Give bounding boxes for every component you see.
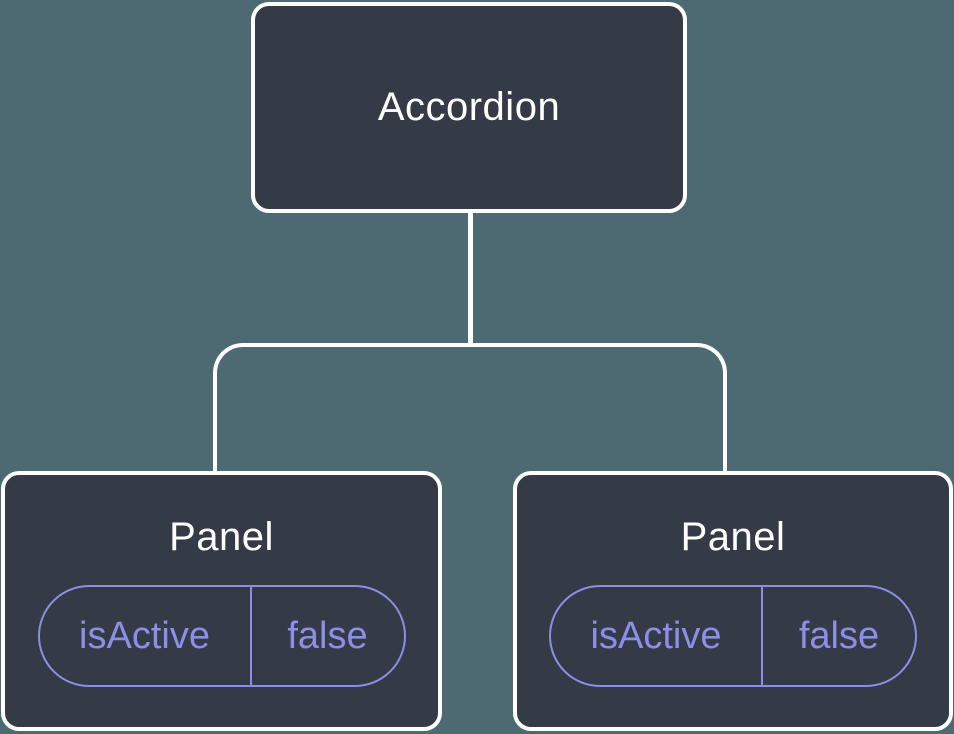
- connector-stem-line: [468, 211, 473, 345]
- panel-2-state-pill: isActive false: [549, 585, 917, 687]
- panel-1-state-value: false: [287, 614, 368, 657]
- panel-2-state-name: isActive: [551, 587, 763, 685]
- panel-1-state-pill: isActive false: [37, 585, 406, 687]
- panel-2-state-value: false: [798, 614, 880, 657]
- node-panel-2: Panel isActive false: [513, 471, 953, 731]
- panel-1-label: Panel: [169, 515, 274, 559]
- accordion-node-label: Accordion: [377, 85, 561, 129]
- connector-branch-bracket: [213, 343, 727, 473]
- node-panel-1: Panel isActive false: [1, 471, 442, 731]
- panel-2-label: Panel: [680, 515, 786, 559]
- panel-1-state-name: isActive: [40, 587, 252, 685]
- node-accordion: Accordion: [251, 2, 687, 213]
